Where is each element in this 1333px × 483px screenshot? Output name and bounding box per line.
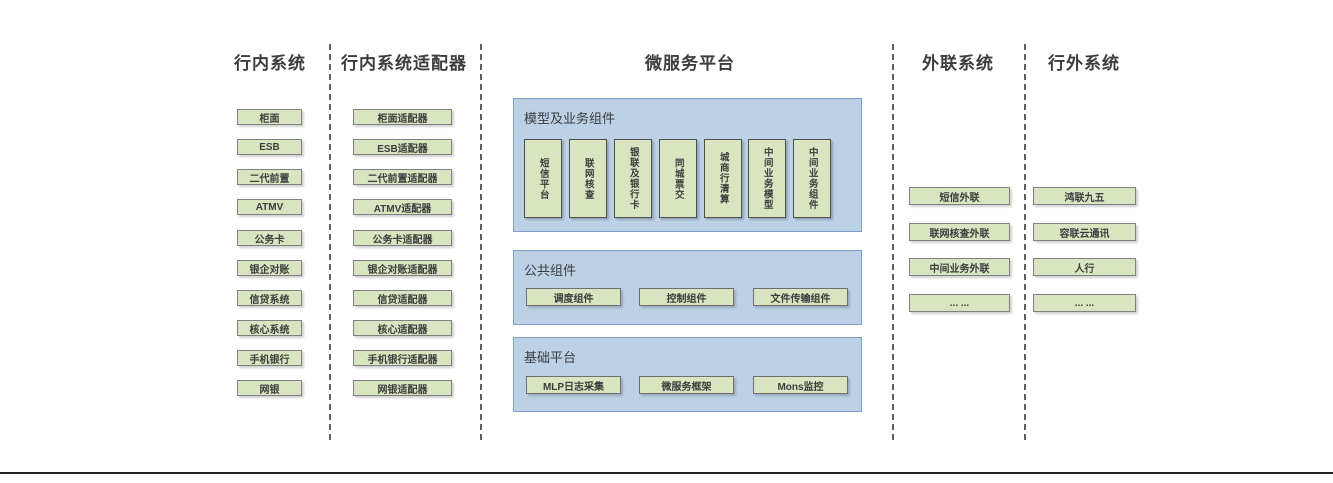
system-box: 银企对账: [237, 260, 302, 276]
adapter-box: 核心适配器: [353, 320, 452, 336]
adapter-box: 信贷适配器: [353, 290, 452, 306]
system-box: 核心系统: [237, 320, 302, 336]
adapter-box: ATMV适配器: [353, 199, 452, 215]
external-box: ... ...: [1033, 294, 1136, 312]
adapter-box: 二代前置适配器: [353, 169, 452, 185]
outreach-box: 中间业务外联: [909, 258, 1010, 276]
adapter-box: 手机银行适配器: [353, 350, 452, 366]
divider-dashed-3: [892, 44, 894, 440]
component-box-vertical: 短信平台: [524, 139, 562, 218]
component-box: MLP日志采集: [526, 376, 621, 394]
component-box: 调度组件: [526, 288, 621, 306]
external-box: 人行: [1033, 258, 1136, 276]
col-title-outreach-systems: 外联系统: [922, 54, 994, 73]
col-title-internal-systems: 行内系统: [234, 54, 306, 73]
outreach-box: 短信外联: [909, 187, 1010, 205]
external-box: 鸿联九五: [1033, 187, 1136, 205]
divider-dashed-1: [329, 44, 331, 440]
component-box: 文件传输组件: [753, 288, 848, 306]
adapter-box: 银企对账适配器: [353, 260, 452, 276]
outreach-box: 联网核查外联: [909, 223, 1010, 241]
adapter-box: 公务卡适配器: [353, 230, 452, 246]
system-box: 信贷系统: [237, 290, 302, 306]
external-box: 容联云通讯: [1033, 223, 1136, 241]
panel-label: 公共组件: [524, 263, 577, 278]
outreach-box: ... ...: [909, 294, 1010, 312]
system-box: 柜面: [237, 109, 302, 125]
adapter-box: 柜面适配器: [353, 109, 452, 125]
component-box-vertical: 同城票交: [659, 139, 697, 218]
component-box-vertical: 中间业务组件: [793, 139, 831, 218]
col-title-external-systems: 行外系统: [1048, 54, 1120, 73]
system-box: 手机银行: [237, 350, 302, 366]
divider-dashed-2: [480, 44, 482, 440]
component-box-vertical: 中间业务模型: [748, 139, 786, 218]
panel-label: 模型及业务组件: [524, 111, 616, 126]
component-box: 微服务框架: [639, 376, 734, 394]
panel-label: 基础平台: [524, 350, 577, 365]
component-box: Mons监控: [753, 376, 848, 394]
component-box-vertical: 城商行清算: [704, 139, 742, 218]
system-box: ATMV: [237, 199, 302, 215]
divider-dashed-4: [1024, 44, 1026, 440]
component-box-vertical: 联网核查: [569, 139, 607, 218]
bottom-divider: [0, 472, 1333, 474]
component-box-vertical: 银联及银行卡: [614, 139, 652, 218]
panel-common-components: 公共组件 调度组件 控制组件 文件传输组件: [513, 250, 862, 325]
system-box: 公务卡: [237, 230, 302, 246]
col-title-internal-adapters: 行内系统适配器: [341, 54, 467, 73]
panel-base-platform: 基础平台 MLP日志采集 微服务框架 Mons监控: [513, 337, 862, 412]
system-box: 网银: [237, 380, 302, 396]
adapter-box: 网银适配器: [353, 380, 452, 396]
col-title-microservice-platform: 微服务平台: [645, 54, 735, 73]
adapter-box: ESB适配器: [353, 139, 452, 155]
component-box: 控制组件: [639, 288, 734, 306]
system-box: 二代前置: [237, 169, 302, 185]
system-box: ESB: [237, 139, 302, 155]
panel-model-business-components: 模型及业务组件 短信平台 联网核查 银联及银行卡 同城票交 城商行清算 中间业务…: [513, 98, 862, 232]
